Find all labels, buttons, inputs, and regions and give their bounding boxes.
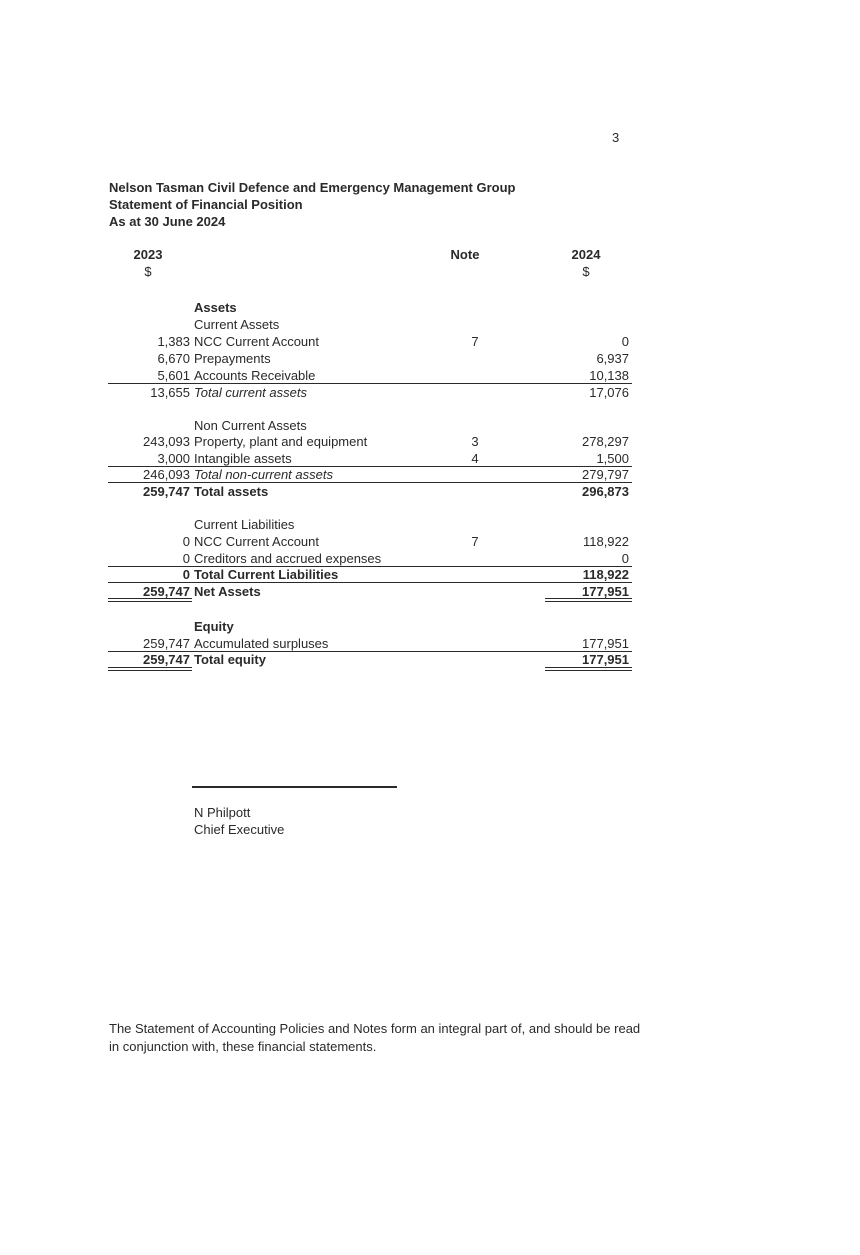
ppe-prior: 243,093: [143, 434, 190, 449]
footer-note-line1: The Statement of Accounting Policies and…: [109, 1021, 641, 1036]
double-rule: [545, 598, 632, 602]
org-name: Nelson Tasman Civil Defence and Emergenc…: [109, 180, 516, 195]
signatory-name: N Philpott: [194, 805, 251, 820]
total-assets-prior: 259,747: [143, 484, 190, 499]
statement-title: Statement of Financial Position: [109, 197, 303, 212]
total-assets-label: Total assets: [194, 484, 269, 499]
prepayments-prior: 6,670: [157, 351, 190, 366]
equity-heading: Equity: [194, 619, 234, 634]
total-noncurrent-prior: 246,093: [143, 467, 190, 482]
rule: [108, 383, 632, 384]
signature-line: [192, 786, 397, 788]
intangible-current: 1,500: [596, 451, 629, 466]
statement-date: As at 30 June 2024: [109, 214, 226, 229]
total-current-assets-prior: 13,655: [150, 385, 190, 400]
current-assets-heading: Current Assets: [194, 317, 280, 332]
col-prior-year: 2023: [133, 247, 163, 262]
noncurrent-assets-heading: Non Current Assets: [194, 418, 307, 433]
col-current-unit: $: [582, 264, 590, 279]
net-assets-prior: 259,747: [143, 584, 190, 599]
ncc-liability-label: NCC Current Account: [194, 534, 319, 549]
surpluses-prior: 259,747: [143, 636, 190, 651]
ncc-asset-current: 0: [621, 334, 629, 349]
col-prior-unit: $: [144, 264, 152, 279]
col-note: Note: [450, 247, 480, 262]
ncc-liability-note: 7: [471, 534, 479, 549]
double-rule: [545, 667, 632, 671]
total-assets-current: 296,873: [582, 484, 629, 499]
rule: [108, 482, 632, 483]
assets-heading: Assets: [194, 300, 237, 315]
receivable-label: Accounts Receivable: [194, 368, 316, 383]
prepayments-label: Prepayments: [194, 351, 271, 366]
total-current-assets-current: 17,076: [589, 385, 629, 400]
ncc-asset-note: 7: [471, 334, 479, 349]
receivable-current: 10,138: [589, 368, 629, 383]
rule: [108, 651, 632, 652]
intangible-label: Intangible assets: [194, 451, 292, 466]
total-noncurrent-label: Total non-current assets: [194, 467, 333, 482]
total-equity-prior: 259,747: [143, 652, 190, 667]
footer-note-line2: in conjunction with, these financial sta…: [109, 1039, 377, 1054]
ppe-note: 3: [471, 434, 479, 449]
prepayments-current: 6,937: [596, 351, 629, 366]
rule: [108, 566, 632, 567]
total-current-assets-label: Total current assets: [194, 385, 307, 400]
surpluses-label: Accumulated surpluses: [194, 636, 329, 651]
intangible-note: 4: [471, 451, 479, 466]
ncc-liability-prior: 0: [182, 534, 190, 549]
total-liabilities-prior: 0: [182, 567, 190, 582]
ncc-liability-current: 118,922: [582, 534, 629, 549]
receivable-prior: 5,601: [157, 368, 190, 383]
current-liabilities-heading: Current Liabilities: [194, 517, 295, 532]
surpluses-current: 177,951: [582, 636, 629, 651]
total-liabilities-label: Total Current Liabilities: [194, 567, 339, 582]
ppe-current: 278,297: [582, 434, 629, 449]
net-assets-current: 177,951: [582, 584, 629, 599]
signatory-role: Chief Executive: [194, 822, 285, 837]
ncc-asset-prior: 1,383: [157, 334, 190, 349]
page-number: 3: [612, 130, 620, 145]
creditors-label: Creditors and accrued expenses: [194, 551, 382, 566]
double-rule: [108, 598, 192, 602]
total-equity-current: 177,951: [582, 652, 629, 667]
creditors-current: 0: [621, 551, 629, 566]
col-current-year: 2024: [571, 247, 601, 262]
double-rule: [108, 667, 192, 671]
net-assets-label: Net Assets: [194, 584, 261, 599]
rule: [108, 582, 632, 583]
creditors-prior: 0: [182, 551, 190, 566]
total-equity-label: Total equity: [194, 652, 266, 667]
rule: [108, 466, 632, 467]
ppe-label: Property, plant and equipment: [194, 434, 368, 449]
ncc-asset-label: NCC Current Account: [194, 334, 319, 349]
intangible-prior: 3,000: [157, 451, 190, 466]
total-noncurrent-current: 279,797: [582, 467, 629, 482]
total-liabilities-current: 118,922: [582, 567, 629, 582]
